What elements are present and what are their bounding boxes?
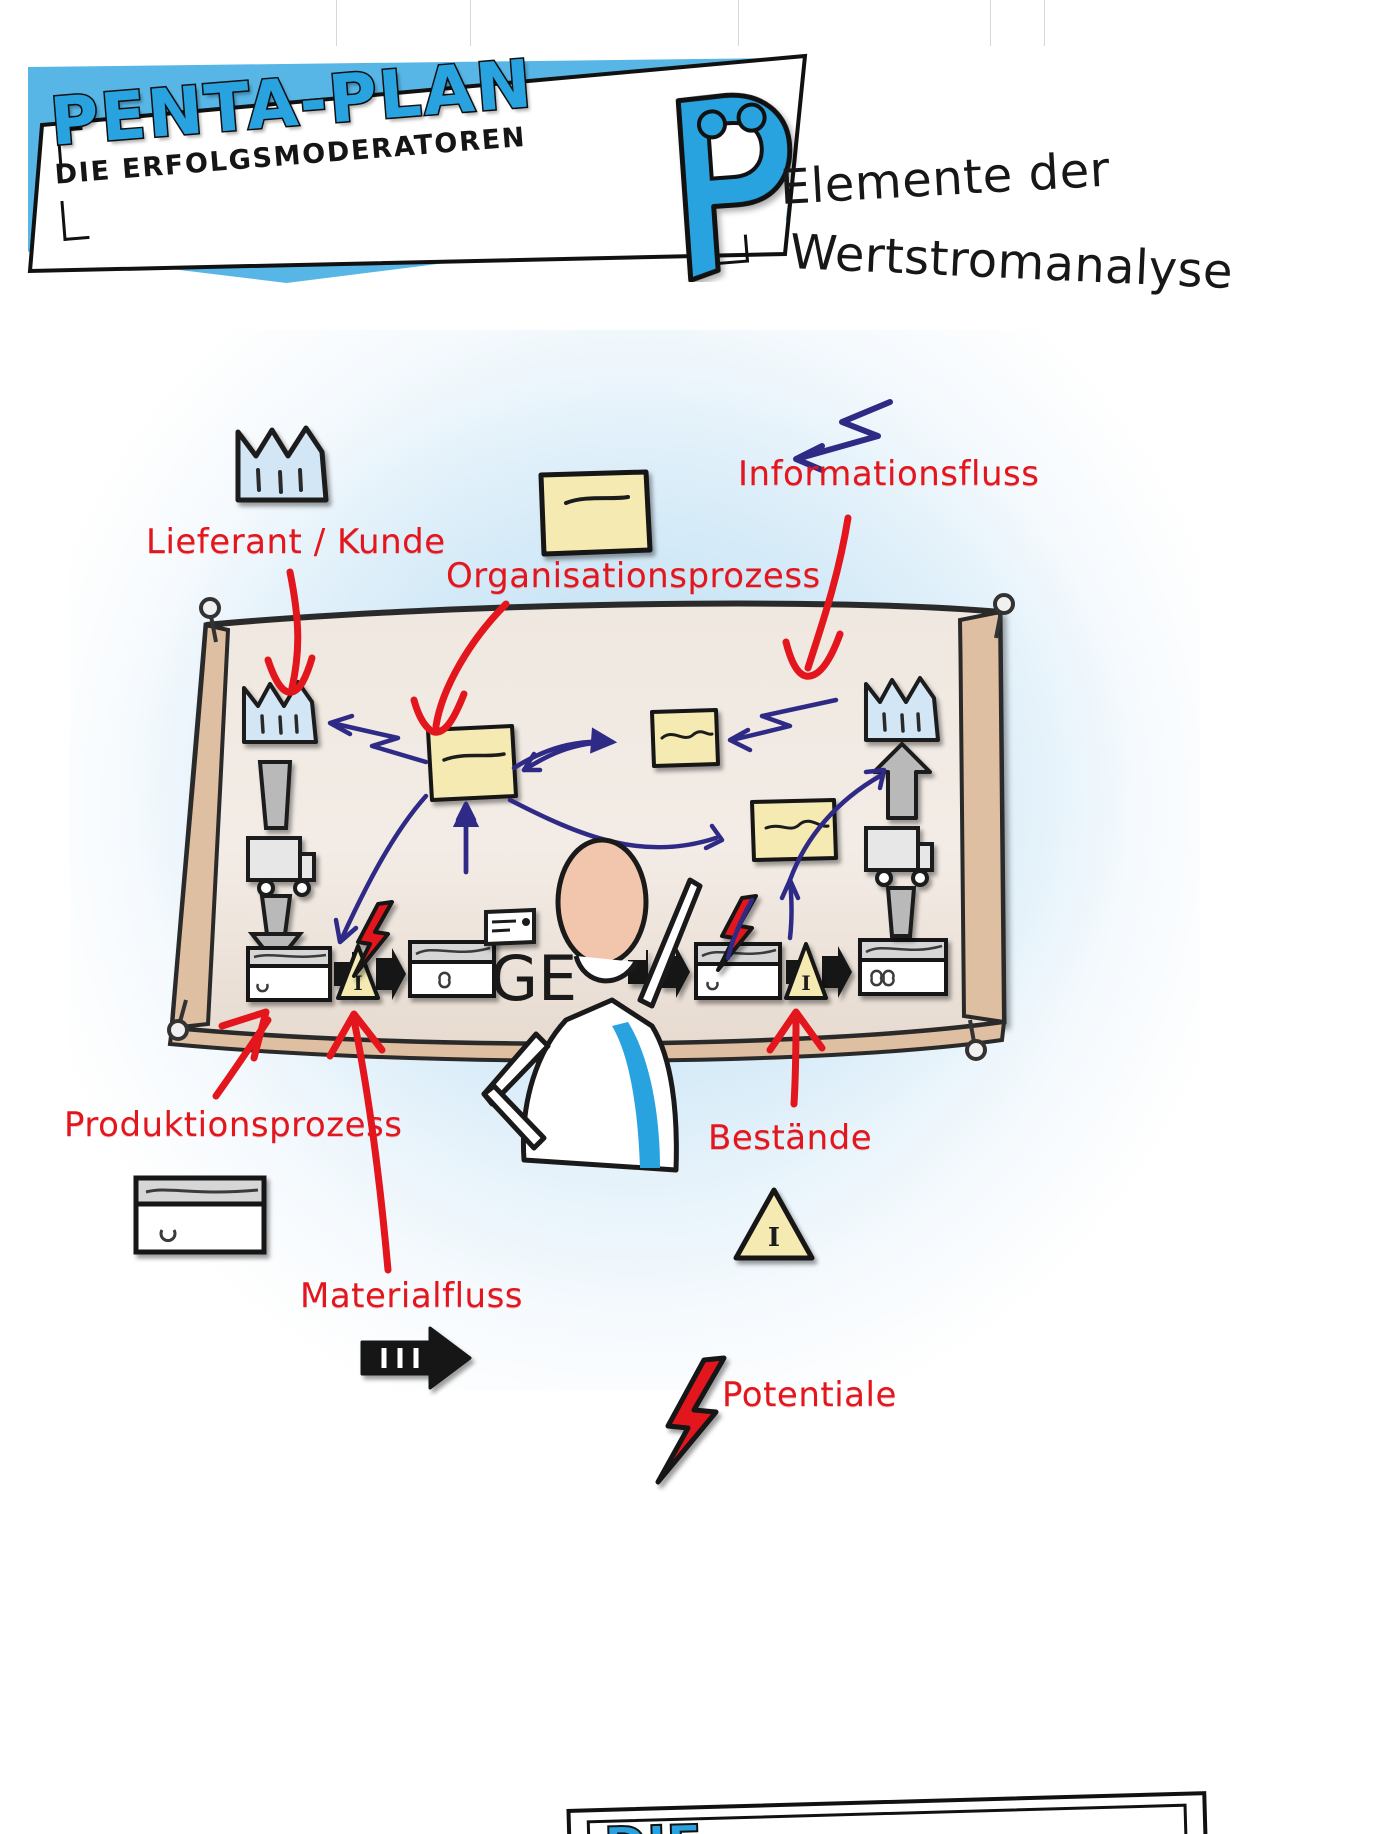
board-pin (993, 593, 1015, 639)
inventory-letter-legend: I (768, 1223, 780, 1253)
board-pin (199, 597, 221, 643)
register-mark (738, 0, 739, 46)
zigzag-arrow-icon-legend (793, 399, 893, 473)
material-arrow-down-icon (885, 886, 917, 938)
label-lieferant-kunde: Lieferant / Kunde (146, 522, 446, 562)
inventory-letter-board: I (353, 971, 362, 995)
board-process-chain-left: I GE (334, 900, 577, 1015)
presenter-figure (481, 837, 703, 1173)
board-supplier-column (242, 680, 332, 1002)
board-pin (167, 999, 189, 1041)
label-informationsfluss: Informationsfluss (738, 454, 1040, 494)
material-arrow-down-icon (257, 760, 293, 830)
inventory-letter-board: I (801, 971, 810, 995)
factory-icon-board (864, 676, 940, 742)
push-arrow-icon-legend (360, 1326, 472, 1390)
process-box-icon-board (408, 940, 496, 998)
board-pin (965, 1019, 987, 1061)
label-organisationsprozess: Organisationsprozess (446, 556, 821, 596)
smiley-p-icon (675, 92, 793, 282)
process-box-icon-legend (133, 1175, 267, 1255)
register-mark (990, 0, 991, 46)
truck-icon-board (246, 836, 316, 897)
label-potentiale: Potentiale (722, 1375, 897, 1415)
board-title-fragment: GE (490, 942, 577, 1015)
lightning-bolt-icon-legend (655, 1355, 727, 1485)
info-flow-arrows (327, 697, 887, 961)
truck-icon-board (864, 826, 934, 887)
sticky-note-icon-board-lower-right (750, 798, 838, 862)
register-mark (336, 0, 337, 46)
sticky-note-icon-legend (538, 469, 653, 557)
process-box-icon-board (246, 946, 332, 1002)
data-box-icon (484, 907, 536, 947)
bottom-plate-text: DIE (602, 1814, 704, 1834)
factory-icon-legend (235, 425, 329, 503)
brand-logo: PENTA-PLAN DIE ERFOLGSMODERATOREN (10, 40, 830, 290)
label-materialfluss: Materialfluss (300, 1276, 524, 1316)
lightning-bolt-icon-board (352, 900, 394, 978)
callout-arrows (212, 514, 852, 1274)
inventory-triangle-icon-legend: I (733, 1187, 815, 1261)
label-bestaende: Bestände (708, 1118, 873, 1158)
sticky-note-icon-board-center (426, 724, 518, 802)
label-produktionsprozess: Produktionsprozess (64, 1105, 403, 1145)
process-box-icon-board (694, 942, 782, 1000)
process-box-icon-board (858, 938, 948, 996)
register-mark (1044, 0, 1045, 46)
logo-plate-outline (27, 53, 808, 274)
inventory-triangle-icon-board: I (784, 942, 828, 1000)
factory-icon-board (242, 680, 318, 744)
register-mark (470, 0, 471, 46)
sticky-note-icon-board-upper-right (650, 708, 720, 768)
